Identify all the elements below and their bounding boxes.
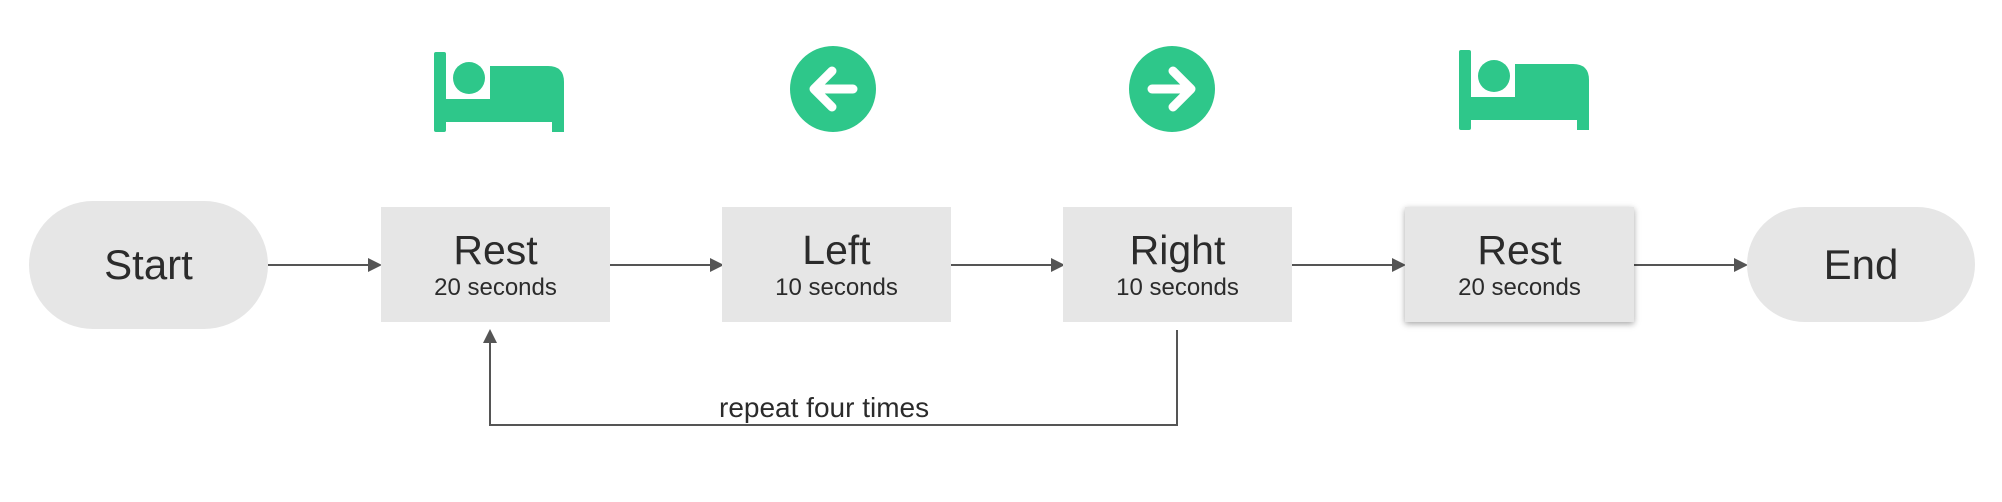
arrow-right-circle-icon <box>1129 46 1215 132</box>
right-step-title: Right <box>1129 226 1226 273</box>
start-node[interactable]: Start <box>29 201 268 329</box>
left-step-title: Left <box>802 226 871 273</box>
right-step-node[interactable]: Right 10 seconds <box>1063 207 1292 322</box>
rest-step-title: Rest <box>453 226 538 273</box>
bed-icon <box>434 52 564 132</box>
loop-label: repeat four times <box>719 392 930 423</box>
right-step-duration: 10 seconds <box>1116 273 1239 301</box>
final-rest-step-title: Rest <box>1477 226 1562 273</box>
end-node-label: End <box>1823 240 1899 288</box>
final-rest-step-duration: 20 seconds <box>1458 273 1581 301</box>
rest-step-duration: 20 seconds <box>434 273 557 301</box>
final-rest-step-node[interactable]: Rest 20 seconds <box>1405 207 1634 322</box>
start-node-label: Start <box>104 241 193 288</box>
end-node[interactable]: End <box>1747 207 1975 322</box>
arrow-left-circle-icon <box>790 46 876 132</box>
bed-icon <box>1459 50 1589 130</box>
left-step-duration: 10 seconds <box>775 273 898 301</box>
rest-step-node[interactable]: Rest 20 seconds <box>381 207 610 322</box>
left-step-node[interactable]: Left 10 seconds <box>722 207 951 322</box>
loop-back-connector <box>483 329 1178 426</box>
